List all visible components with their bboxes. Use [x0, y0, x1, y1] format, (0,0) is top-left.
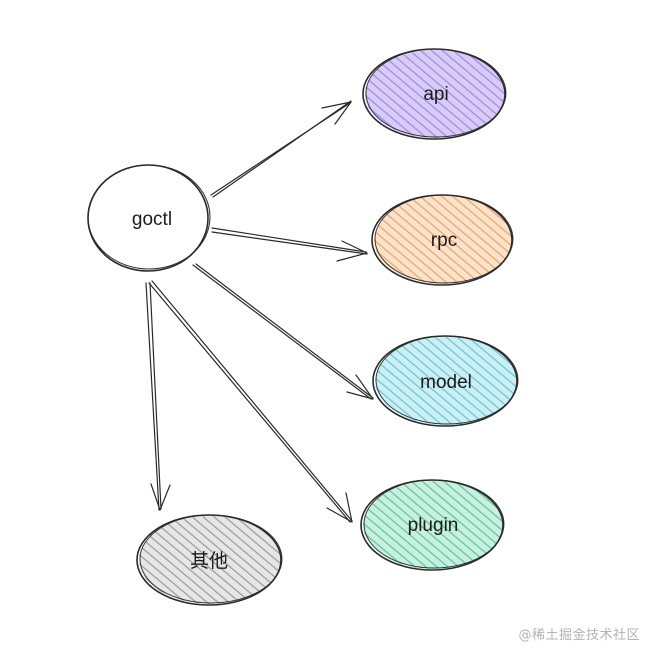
node-model: model	[372, 335, 519, 427]
node-model-label: model	[420, 372, 472, 393]
edge-goctl-rpc	[211, 227, 368, 262]
edge-goctl-model	[192, 263, 374, 400]
node-plugin: plugin	[360, 479, 505, 571]
edge-goctl-api	[210, 100, 352, 198]
node-rpc-label: rpc	[431, 230, 457, 251]
node-goctl: goctl	[87, 164, 211, 272]
edge-goctl-other	[145, 282, 171, 511]
edge-goctl-plugin	[148, 280, 353, 523]
node-other: 其他	[136, 514, 283, 606]
node-plugin-label: plugin	[408, 515, 459, 536]
watermark: @稀土掘金技术社区	[518, 628, 640, 643]
node-other-label: 其他	[190, 550, 228, 572]
node-rpc: rpc	[371, 194, 514, 286]
node-api-label: api	[423, 84, 448, 105]
node-goctl-label: goctl	[132, 209, 172, 230]
node-api: api	[362, 48, 507, 140]
